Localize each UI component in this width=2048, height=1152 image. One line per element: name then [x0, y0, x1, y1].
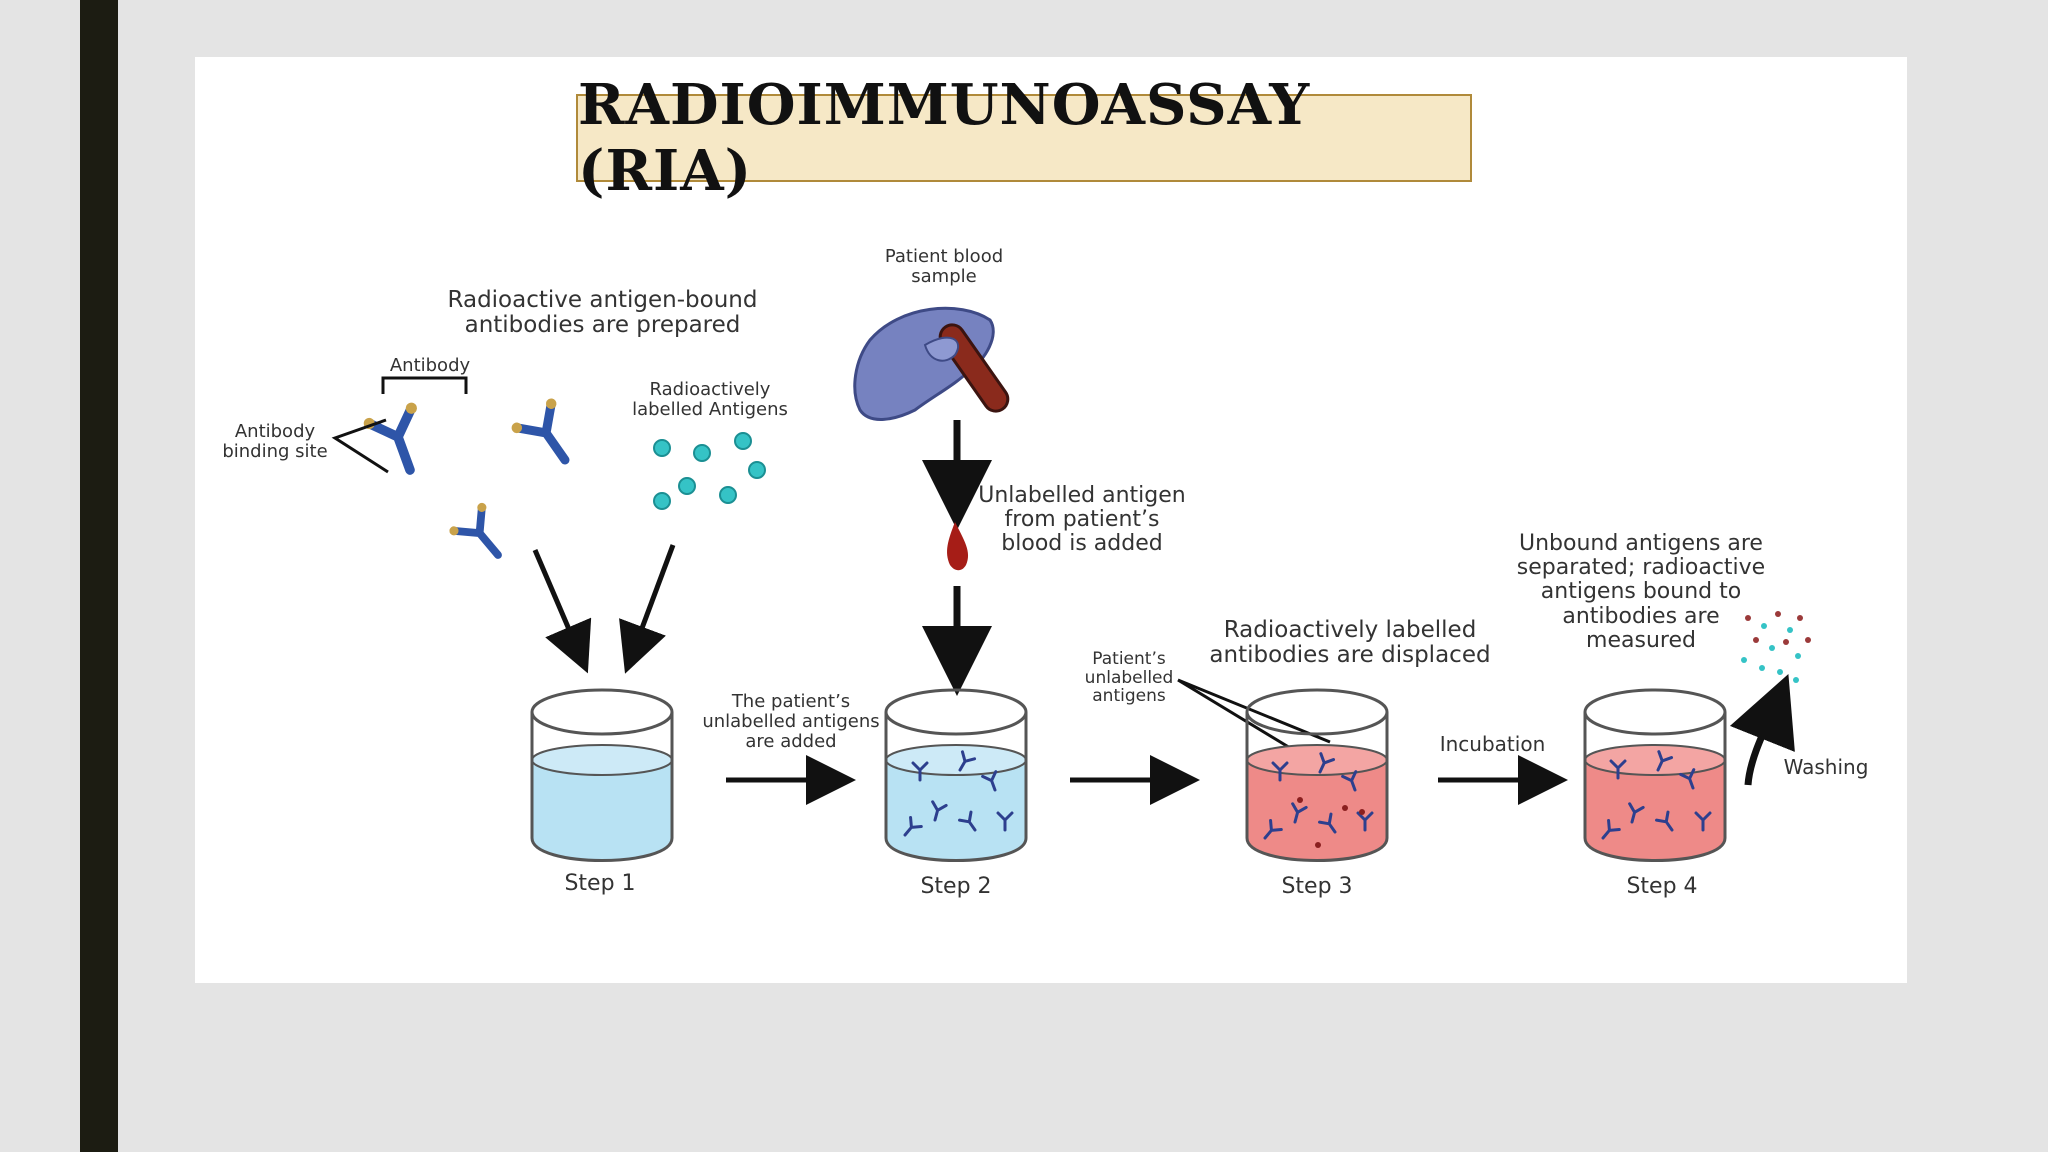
- slide-title: RADIOIMMUNOASSAY (RIA): [578, 72, 1311, 204]
- label-blood-sample: Patient blood sample: [884, 246, 1004, 287]
- title-banner: RADIOIMMUNOASSAY (RIA): [576, 72, 1472, 204]
- label-radio-antigens: Radioactively labelled Antigens: [632, 379, 788, 420]
- label-washing: Washing: [1783, 755, 1869, 779]
- binding-site-pointer: [331, 418, 389, 474]
- arrow-antigen-to-step1: [619, 544, 676, 674]
- antibody-bracket: [381, 376, 468, 394]
- label-step2: Step 2: [920, 874, 992, 899]
- label-binding-site: Antibody binding site: [222, 421, 328, 462]
- blood-sample-illustration: [853, 306, 1010, 421]
- label-unlabelled-added: Unlabelled antigen from patient’s blood …: [978, 483, 1186, 557]
- beaker-step3: [1245, 688, 1389, 862]
- label-antibody: Antibody: [389, 355, 471, 376]
- label-patient-unlabelled: Patient’s unlabelled antigens: [1084, 649, 1174, 707]
- left-accent-bar: [80, 0, 118, 1152]
- label-prepared: Radioactive antigen-bound antibodies are…: [447, 287, 758, 339]
- label-step3: Step 3: [1281, 874, 1353, 899]
- blood-drop-icon: [947, 522, 969, 571]
- arrow-antibody-to-step1: [532, 549, 592, 674]
- label-step1: Step 1: [564, 871, 636, 896]
- beaker-step2: [884, 688, 1028, 862]
- label-step4: Step 4: [1626, 874, 1698, 899]
- beaker-step1: [530, 688, 674, 862]
- radioactive-antigens: [653, 432, 766, 510]
- label-displaced: Radioactively labelled antibodies are di…: [1209, 617, 1491, 669]
- antibody-group: [362, 396, 586, 569]
- pointer-line-2: [1177, 678, 1331, 744]
- label-patient-added: The patient’s unlabelled antigens are ad…: [702, 691, 880, 752]
- beaker-step4: [1583, 688, 1727, 862]
- washed-particles: [1741, 611, 1811, 683]
- label-unbound: Unbound antigens are separated; radioact…: [1516, 531, 1766, 653]
- washing-arrow: [1729, 674, 1795, 786]
- label-incubation: Incubation: [1439, 732, 1546, 756]
